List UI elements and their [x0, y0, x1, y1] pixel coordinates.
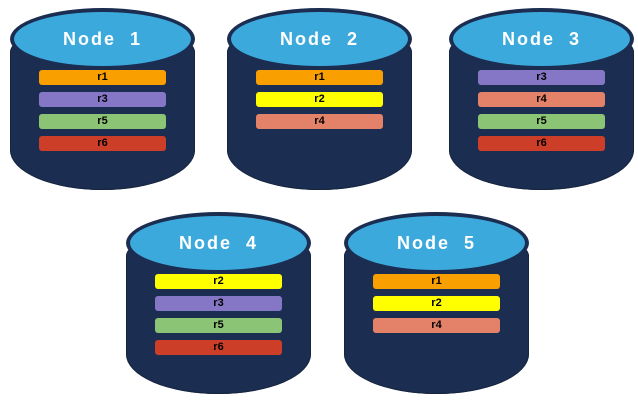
node-cylinder-top: [449, 8, 634, 70]
record-bar[interactable]: r4: [373, 318, 500, 333]
record-bar[interactable]: r2: [373, 296, 500, 311]
record-list: r1 r2 r4: [373, 274, 500, 333]
record-bar[interactable]: r5: [155, 318, 282, 333]
record-bar[interactable]: r3: [39, 92, 166, 107]
record-bar[interactable]: r1: [373, 274, 500, 289]
record-bar[interactable]: r1: [39, 70, 166, 85]
record-list: r2 r3 r5 r6: [155, 274, 282, 355]
record-bar[interactable]: r1: [256, 70, 383, 85]
node-cylinder-top: [344, 212, 529, 274]
record-bar[interactable]: r2: [155, 274, 282, 289]
record-bar[interactable]: r3: [155, 296, 282, 311]
node-cylinder-top: [10, 8, 195, 70]
record-bar[interactable]: r6: [155, 340, 282, 355]
record-bar[interactable]: r6: [39, 136, 166, 151]
record-bar[interactable]: r5: [478, 114, 605, 129]
record-bar[interactable]: r4: [478, 92, 605, 107]
record-bar[interactable]: r3: [478, 70, 605, 85]
record-bar[interactable]: r4: [256, 114, 383, 129]
record-bar[interactable]: r6: [478, 136, 605, 151]
record-bar[interactable]: r2: [256, 92, 383, 107]
record-list: r1 r3 r5 r6: [39, 70, 166, 151]
node-cylinder-top: [126, 212, 311, 274]
node-cylinder-top: [227, 8, 412, 70]
record-bar[interactable]: r5: [39, 114, 166, 129]
record-list: r3 r4 r5 r6: [478, 70, 605, 151]
record-list: r1 r2 r4: [256, 70, 383, 129]
